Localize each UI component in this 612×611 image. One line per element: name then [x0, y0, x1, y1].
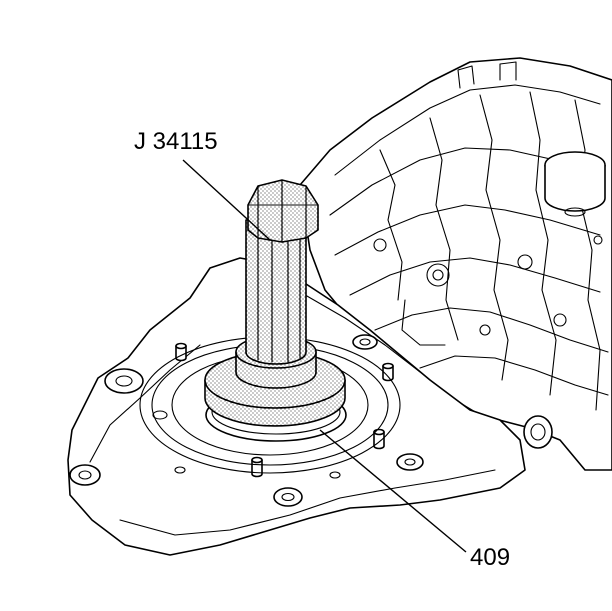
tool-leader-line — [182, 159, 271, 241]
seal-installer-tool — [204, 179, 346, 427]
part-leader-line — [319, 429, 467, 553]
valve-body — [299, 57, 612, 471]
tool-callout-label: J 34115 — [134, 128, 218, 155]
part-callout-label: 409 — [470, 544, 511, 571]
